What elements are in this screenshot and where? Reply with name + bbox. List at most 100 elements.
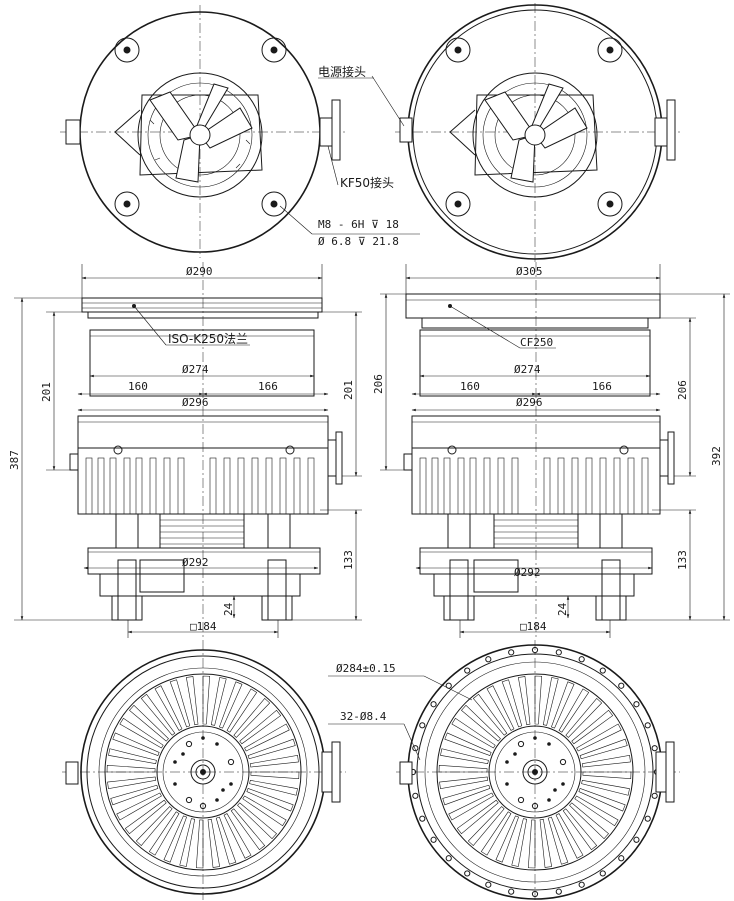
spoke bbox=[517, 676, 531, 726]
bolt-hole bbox=[419, 815, 426, 822]
bolt bbox=[547, 742, 551, 746]
spoke bbox=[119, 717, 164, 749]
spoke bbox=[239, 709, 282, 745]
rotor-blades bbox=[149, 83, 253, 183]
spoke bbox=[461, 704, 501, 742]
holes-label: 32-Ø8.4 bbox=[340, 710, 387, 723]
mounting-holes bbox=[445, 37, 623, 217]
spoke bbox=[578, 788, 626, 812]
spoke bbox=[110, 784, 159, 806]
bolt bbox=[229, 782, 233, 786]
spoke bbox=[438, 764, 488, 773]
bellows bbox=[159, 513, 245, 549]
spoke bbox=[472, 693, 508, 736]
bolt-hole bbox=[464, 667, 471, 674]
bolt-hole bbox=[555, 888, 562, 895]
bolt-hole bbox=[485, 881, 492, 888]
base-dia-left: Ø292 bbox=[182, 556, 209, 569]
spoke bbox=[581, 754, 631, 768]
bolt-hole bbox=[599, 870, 606, 877]
bolt-hole bbox=[508, 888, 515, 895]
cooling-fins bbox=[85, 457, 315, 515]
spoke bbox=[574, 795, 619, 827]
spoke bbox=[247, 738, 296, 760]
left-offset-left: 160 bbox=[128, 380, 148, 393]
bottom-view-iso bbox=[62, 640, 346, 900]
body-dia-left: Ø296 bbox=[182, 396, 209, 409]
side-view-iso bbox=[69, 262, 343, 640]
heat-sink-spokes bbox=[438, 675, 632, 869]
square-left: □184 bbox=[190, 620, 217, 633]
bolt bbox=[215, 742, 219, 746]
spoke bbox=[129, 704, 169, 742]
bolt-hole bbox=[651, 792, 658, 799]
spoke bbox=[501, 679, 523, 728]
total-height-right: 392 bbox=[710, 446, 723, 466]
bolt bbox=[547, 798, 551, 802]
body-dia-right: Ø296 bbox=[516, 396, 543, 409]
bolt-hole bbox=[464, 870, 471, 877]
spoke bbox=[539, 818, 553, 868]
spoke bbox=[233, 698, 271, 738]
bolt bbox=[173, 760, 177, 764]
flange-dia-right: Ø305 bbox=[516, 265, 543, 278]
spoke bbox=[249, 779, 298, 796]
inlet-dia-right: Ø274 bbox=[514, 363, 541, 376]
spoke bbox=[444, 732, 492, 756]
bolt bbox=[561, 782, 565, 786]
foot-height-left: 24 bbox=[222, 602, 235, 616]
power-connector-label: 电源接头 bbox=[318, 64, 366, 79]
spoke bbox=[210, 677, 227, 726]
bolt-hole bbox=[578, 881, 585, 888]
bolt-hole bbox=[412, 792, 419, 799]
kf-connector-label: KF50接头 bbox=[340, 175, 394, 190]
cooling-fins bbox=[419, 457, 649, 515]
spoke bbox=[154, 685, 183, 731]
bolt bbox=[553, 788, 557, 792]
bolt-hole bbox=[430, 836, 437, 843]
spoke bbox=[582, 771, 632, 780]
spoke bbox=[440, 748, 489, 765]
upper-height-right-a: 206 bbox=[372, 374, 385, 394]
bottom-view-cf bbox=[328, 640, 680, 900]
bolt-hole bbox=[445, 855, 452, 862]
bolt-hole bbox=[578, 656, 585, 663]
flange-label-right: CF250 bbox=[520, 336, 553, 349]
bolt bbox=[185, 740, 193, 748]
spoke bbox=[451, 717, 496, 749]
spoke bbox=[565, 698, 603, 738]
spoke bbox=[107, 776, 157, 790]
spoke bbox=[495, 815, 519, 863]
spoke bbox=[135, 806, 173, 846]
spoke bbox=[547, 816, 569, 865]
flange-label-left: ISO-K250法兰 bbox=[168, 332, 248, 346]
right-offset-right: 166 bbox=[592, 380, 612, 393]
spoke bbox=[534, 675, 543, 725]
spoke bbox=[246, 788, 294, 812]
bolt-hole bbox=[618, 682, 625, 689]
spoke bbox=[179, 818, 196, 867]
square-right: □184 bbox=[520, 620, 547, 633]
bolt bbox=[185, 796, 193, 804]
base-dia-right: Ø292 bbox=[514, 566, 541, 579]
lower-height-left: 133 bbox=[342, 550, 355, 570]
bolt bbox=[181, 752, 185, 756]
bolt-hole bbox=[644, 815, 651, 822]
spoke bbox=[169, 679, 191, 728]
spoke bbox=[230, 808, 266, 851]
spoke bbox=[558, 688, 590, 733]
spoke bbox=[116, 792, 162, 821]
spoke bbox=[195, 819, 204, 869]
lower-height-right: 133 bbox=[676, 550, 689, 570]
spoke bbox=[163, 815, 187, 863]
rotor-blades bbox=[484, 83, 588, 183]
bolt bbox=[505, 782, 509, 786]
bolt bbox=[505, 760, 509, 764]
spoke bbox=[571, 709, 614, 745]
bolt bbox=[559, 758, 567, 766]
bolt-hole bbox=[633, 836, 640, 843]
bolt-hole bbox=[599, 667, 606, 674]
spoke bbox=[542, 677, 559, 726]
spoke bbox=[140, 693, 176, 736]
